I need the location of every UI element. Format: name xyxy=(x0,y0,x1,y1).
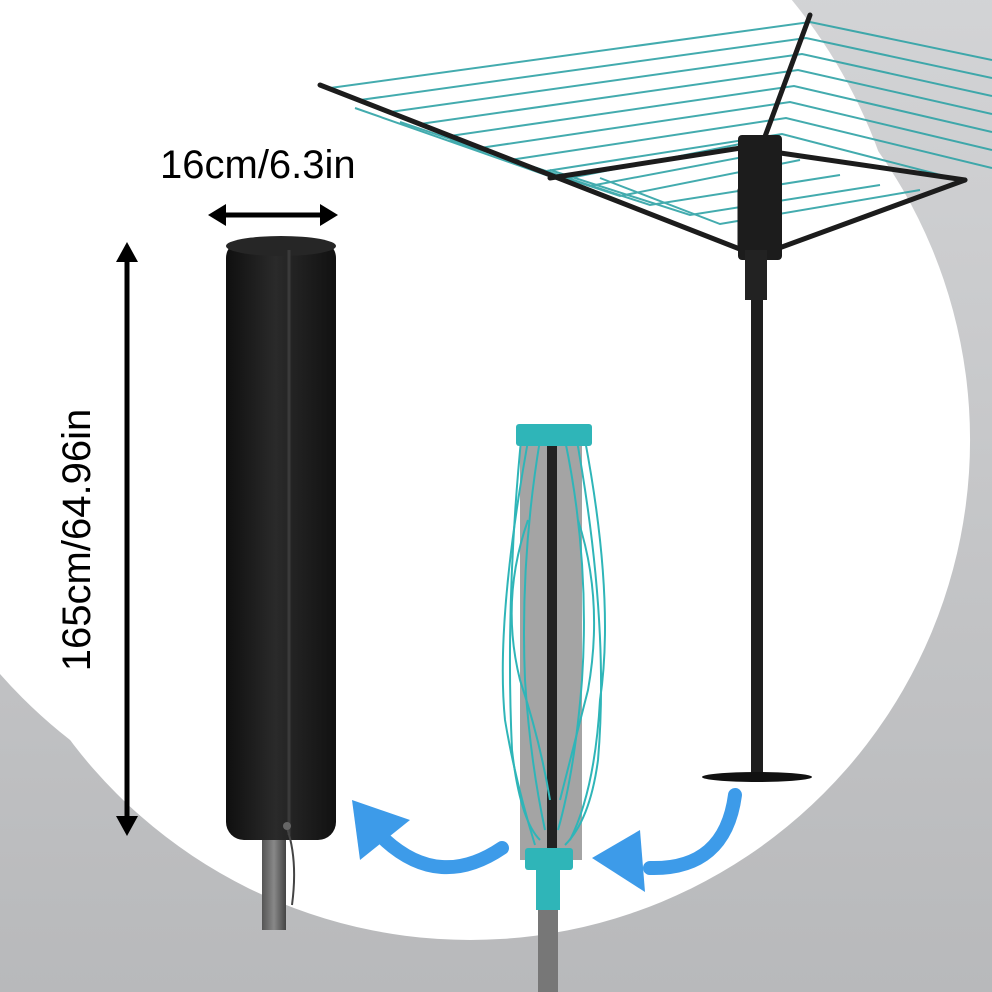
width-dimension-label: 16cm/6.3in xyxy=(160,143,356,187)
rotary-cover xyxy=(226,236,336,930)
width-arrow-icon xyxy=(208,204,338,226)
rotary-clothesline xyxy=(317,12,992,782)
folded-clothesline xyxy=(501,424,606,992)
height-dimension-label: 165cm/64.96in xyxy=(55,408,99,672)
curved-arrow-right-icon xyxy=(592,788,742,892)
ground-spike-base xyxy=(702,772,812,782)
height-arrow-icon xyxy=(116,242,138,836)
curved-arrow-left-icon xyxy=(352,800,509,875)
clothesline-pole xyxy=(751,300,763,775)
